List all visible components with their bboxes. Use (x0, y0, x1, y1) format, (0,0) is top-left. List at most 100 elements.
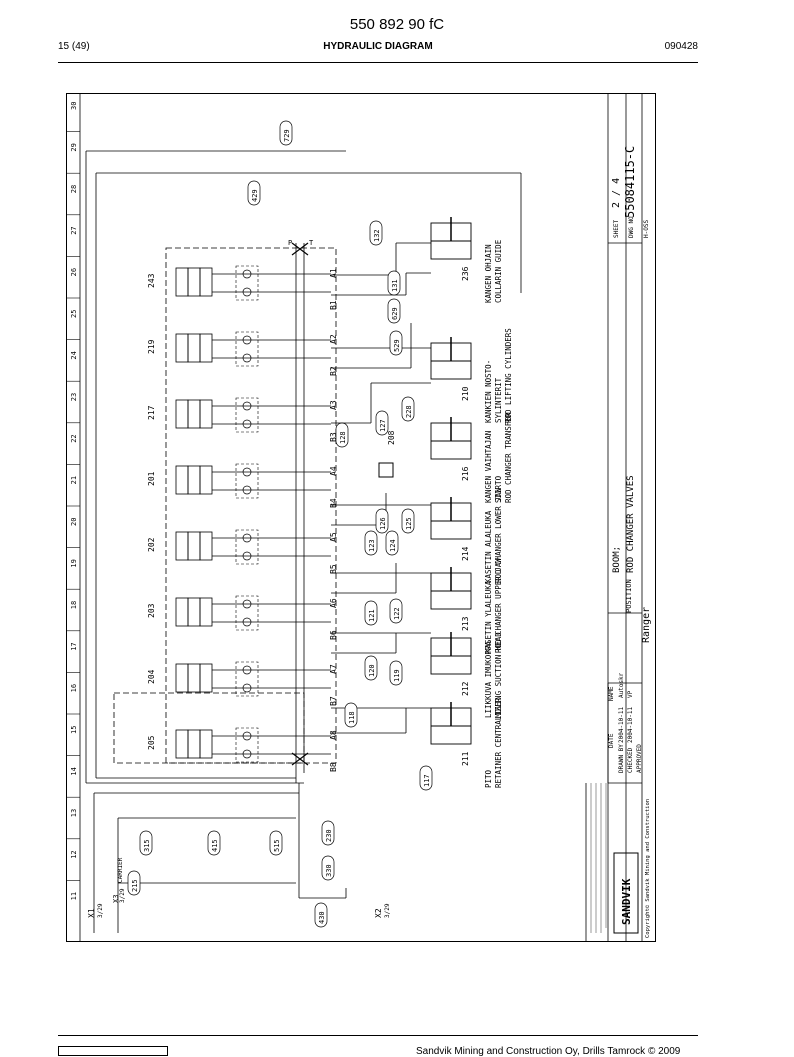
port-label-b: B8 (329, 762, 338, 772)
title-block: POSITION BOOM; ROD CHANGER VALVES SHEET … (585, 93, 652, 942)
valve-number: 203 (147, 603, 156, 618)
check-block (235, 397, 259, 433)
hose-number: 415 (207, 830, 221, 856)
valve-number: 243 (147, 273, 156, 288)
port-label-b: B6 (329, 630, 338, 640)
svg-text:VP: VP (627, 690, 634, 698)
port-label-b: B2 (329, 366, 338, 376)
hose-label: 119 (393, 669, 401, 682)
hose-oval (335, 422, 349, 448)
column-number: 25 (70, 310, 78, 318)
hose-label: 230 (325, 829, 333, 842)
footer-logo (58, 1046, 168, 1056)
valve-number: 204 (147, 669, 156, 684)
svg-text:BOOM;: BOOM; (612, 546, 622, 573)
hose-label: 629 (391, 307, 399, 320)
check-block (235, 661, 259, 697)
hose-number: 215 (127, 870, 141, 896)
column-number: 15 (70, 726, 78, 734)
port-label-b: B5 (329, 564, 338, 574)
supply-lines (85, 150, 522, 933)
valve-number: 217 (147, 405, 156, 420)
document-number: 550 892 90 fC (349, 16, 445, 33)
hose-number: 629 (387, 298, 401, 324)
x3-ref: 3/29 (119, 888, 126, 903)
valve-number: 202 (147, 537, 156, 552)
hose-number: 529 (389, 330, 403, 356)
column-number: 14 (70, 767, 78, 775)
svg-text:DATE: DATE (608, 733, 615, 748)
valve-spool (199, 333, 213, 363)
hose-number: 729 (279, 120, 293, 146)
hose-label: 120 (368, 664, 376, 677)
hose-oval (389, 330, 403, 356)
hose-oval (139, 830, 153, 856)
valve-spool (199, 531, 213, 561)
hose-number: 123 (364, 530, 378, 556)
cylinder-label: SYLINTERIT (494, 377, 503, 423)
svg-text:Ranger: Ranger (641, 607, 652, 643)
cylinder-label: ROD LIFTING CYLINDERS (504, 328, 513, 423)
check-block (235, 463, 259, 499)
valve-spool (199, 729, 213, 759)
hose-label: 729 (283, 129, 291, 142)
valve-spool (175, 663, 189, 693)
cylinder-label: SIIRTO (494, 475, 503, 503)
hose-oval (321, 820, 335, 846)
hose-oval (389, 660, 403, 686)
svg-text:55084115-C: 55084115-C (623, 146, 637, 218)
check-block (235, 331, 259, 367)
cylinder-number: 211 (461, 751, 470, 766)
port-label-a: A1 (329, 268, 338, 278)
hose-oval (344, 702, 358, 728)
port-label-a: A3 (329, 400, 338, 410)
hose-oval (364, 530, 378, 556)
check-block (235, 595, 259, 631)
valve-spool (187, 267, 201, 297)
cylinder-label: COLLARIN GUIDE (494, 239, 503, 303)
supply-crossings (291, 242, 309, 766)
x1-label: X1 (87, 908, 96, 918)
x3-label: X3 (112, 895, 120, 903)
cylinder-number: 210 (461, 386, 470, 401)
column-number: 11 (70, 892, 78, 900)
x2-ref: 3/29 (384, 903, 391, 918)
cylinder-number: 213 (461, 616, 470, 631)
cylinder-number: 212 (461, 681, 470, 696)
column-number: 22 (70, 434, 78, 442)
valve-spool (175, 267, 189, 297)
hose-oval (321, 855, 335, 881)
hose-label: 126 (379, 517, 387, 530)
hose-label: 131 (391, 279, 399, 292)
hose-oval (387, 298, 401, 324)
hose-number: 127 (375, 410, 389, 436)
hose-oval (375, 410, 389, 436)
svg-text:APPROVED: APPROVED (636, 744, 643, 773)
hose-label: 529 (393, 339, 401, 352)
cylinder-label: ROD CHANGER LOWER JAW (494, 488, 503, 583)
hose-number: 131 (387, 270, 401, 296)
hydraulic-diagram: 3029282726252423222120191817161514131211… (66, 93, 656, 942)
hose-label: 124 (389, 539, 397, 552)
check-block (235, 265, 259, 301)
cylinder-label: KASETIN YLALEUKA (484, 580, 493, 653)
hose-number: 330 (321, 855, 335, 881)
block-208-label: 208 (387, 430, 396, 445)
hose-oval (375, 508, 389, 534)
svg-text:SHEET: SHEET (613, 220, 620, 238)
hose-number: 125 (401, 508, 415, 534)
port-label-b: B1 (329, 300, 338, 310)
hose-number: 126 (375, 508, 389, 534)
valve-spool (199, 267, 213, 297)
hose-label: 132 (373, 229, 381, 242)
hose-number: 315 (139, 830, 153, 856)
svg-text:Autoskr: Autoskr (618, 672, 625, 698)
svg-text:2004-10-11: 2004-10-11 (618, 706, 625, 743)
svg-text:DRAWN BY: DRAWN BY (618, 744, 625, 773)
cylinder-label: RETAINER CENTRALIZER (494, 697, 503, 788)
